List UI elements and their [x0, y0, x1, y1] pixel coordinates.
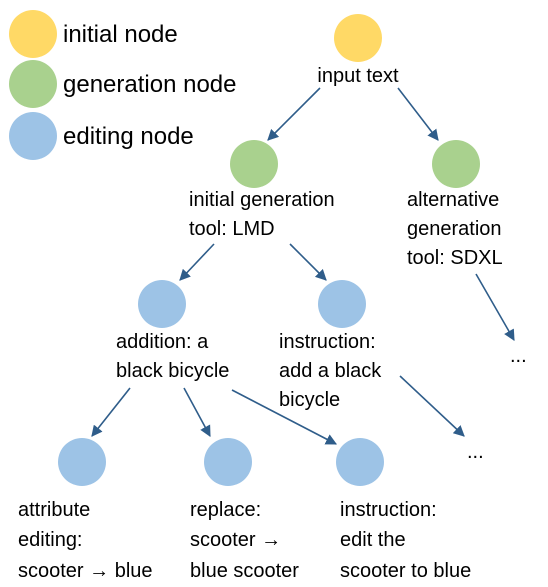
edge-initial-gen-to-instr1	[289, 243, 327, 281]
node-instruction-add: instruction: add a black bicycle	[279, 280, 382, 411]
ellipsis-more-edits: ...	[467, 441, 484, 463]
node-attribute-editing: attribute editing: scooter → blue	[18, 438, 153, 582]
editing-node-circle	[58, 438, 106, 486]
node-instruction-add-line-3: bicycle	[279, 389, 340, 411]
edge-addition-to-attr-edit	[91, 387, 131, 437]
legend-initial-label: initial node	[63, 21, 178, 48]
edge-addition-to-instr2	[231, 389, 337, 445]
legend-generation-swatch	[9, 60, 57, 108]
edge-alt-gen-to-more	[475, 273, 515, 341]
node-replace-line-3: blue scooter	[190, 560, 299, 582]
ellipsis-more-alternatives: ...	[510, 345, 527, 367]
node-input-label: input text	[317, 65, 399, 87]
node-instruction-add-line-1: instruction:	[279, 331, 376, 353]
legend-editing-label: editing node	[63, 123, 194, 150]
node-replace: replace: scooter → blue scooter	[190, 438, 299, 582]
node-alt-generation-line-3: tool: SDXL	[407, 247, 503, 269]
edge-input-to-initial-gen	[267, 87, 321, 141]
node-addition: addition: a black bicycle	[116, 280, 229, 382]
node-initial-generation-line-2: tool: LMD	[189, 218, 275, 240]
node-initial-generation: initial generation tool: LMD	[189, 140, 335, 240]
node-replace-line-1: replace:	[190, 499, 261, 521]
node-addition-line-1: addition: a	[116, 331, 209, 353]
edge-initial-gen-to-addition	[179, 243, 215, 281]
legend-editing-swatch	[9, 112, 57, 160]
editing-node-circle	[318, 280, 366, 328]
node-instruction-edit: instruction: edit the scooter to blue	[336, 438, 471, 582]
edges	[91, 87, 515, 445]
node-input: input text	[317, 14, 399, 87]
edge-input-to-alt-gen	[397, 87, 439, 141]
legend: initial node generation node editing nod…	[9, 10, 236, 160]
node-initial-generation-line-1: initial generation	[189, 189, 335, 211]
node-addition-line-2: black bicycle	[116, 360, 229, 382]
node-alternative-generation: alternative generation tool: SDXL	[407, 140, 503, 269]
legend-generation-label: generation node	[63, 71, 236, 98]
generation-node-circle	[230, 140, 278, 188]
node-replace-line-2: scooter →	[190, 529, 281, 551]
generation-node-circle	[432, 140, 480, 188]
initial-node-circle	[334, 14, 382, 62]
edge-instr1-to-more	[399, 375, 465, 437]
node-instruction-edit-line-3: scooter to blue	[340, 560, 471, 582]
node-instruction-add-line-2: add a black	[279, 360, 382, 382]
editing-node-circle	[204, 438, 252, 486]
node-alt-generation-line-1: alternative	[407, 189, 499, 211]
node-attribute-editing-line-3: scooter → blue	[18, 560, 153, 582]
legend-initial-swatch	[9, 10, 57, 58]
node-instruction-edit-line-1: instruction:	[340, 499, 437, 521]
node-attribute-editing-line-1: attribute	[18, 499, 90, 521]
editing-node-circle	[336, 438, 384, 486]
node-alt-generation-line-2: generation	[407, 218, 502, 240]
editing-node-circle	[138, 280, 186, 328]
edge-addition-to-replace	[183, 387, 211, 437]
node-instruction-edit-line-2: edit the	[340, 529, 406, 551]
node-attribute-editing-line-2: editing:	[18, 529, 83, 551]
